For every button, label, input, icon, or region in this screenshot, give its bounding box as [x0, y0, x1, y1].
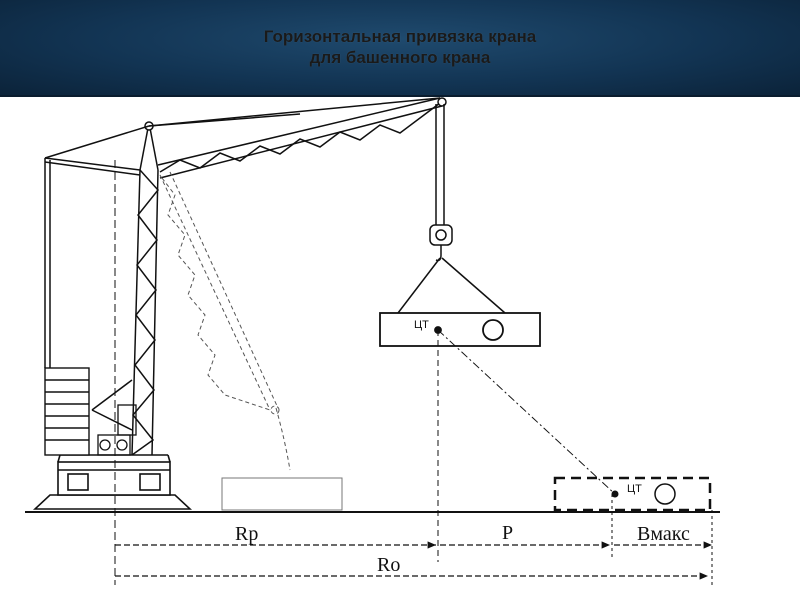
dim-ro-label: Ro — [377, 554, 400, 576]
counterweight — [44, 367, 90, 456]
page-title-line-2: для башенного крана — [309, 48, 491, 67]
hook-assembly — [397, 104, 506, 314]
dim-bmax-label: Bмакс — [637, 523, 690, 545]
erection-boom — [159, 171, 291, 471]
ground-load — [221, 477, 343, 511]
load-trajectory-line — [437, 329, 616, 495]
crane-cab — [97, 404, 137, 456]
crane-base — [32, 454, 193, 510]
crane-jib — [148, 97, 447, 179]
counter-jib — [44, 125, 150, 368]
upper-load — [379, 312, 541, 347]
dim-rp-label: Rp — [235, 523, 258, 545]
dim-p-label: P — [502, 522, 513, 544]
crane-tower — [91, 121, 159, 456]
upper-load-ct-label: ЦТ — [414, 319, 429, 331]
lower-load-ct-label: ЦТ — [627, 483, 642, 495]
header-banner: Горизонтальная привязка крана для башенн… — [0, 0, 800, 97]
page-title-line-1: Горизонтальная привязка крана — [263, 27, 537, 46]
